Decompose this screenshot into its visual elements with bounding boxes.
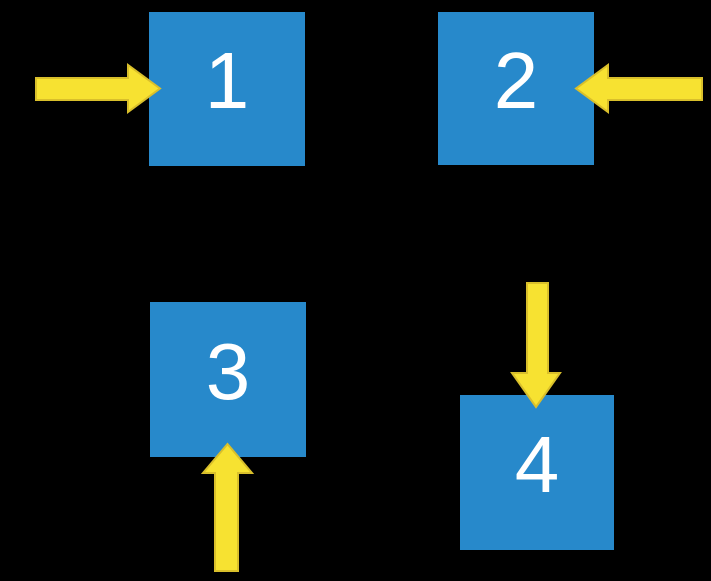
square-3[interactable]: 3: [150, 302, 306, 457]
square-2[interactable]: 2: [438, 12, 594, 165]
square-1-label: 1: [204, 36, 250, 125]
square-3-label: 3: [205, 326, 251, 416]
down-arrow-icon: [510, 282, 562, 409]
square-4-label: 4: [514, 419, 560, 509]
square-1[interactable]: 1: [149, 12, 305, 166]
square-4[interactable]: 4: [460, 395, 614, 550]
up-arrow-icon: [200, 442, 255, 572]
right-arrow-icon: [35, 63, 162, 114]
square-2-label: 2: [493, 35, 539, 125]
left-arrow-icon: [574, 63, 703, 114]
